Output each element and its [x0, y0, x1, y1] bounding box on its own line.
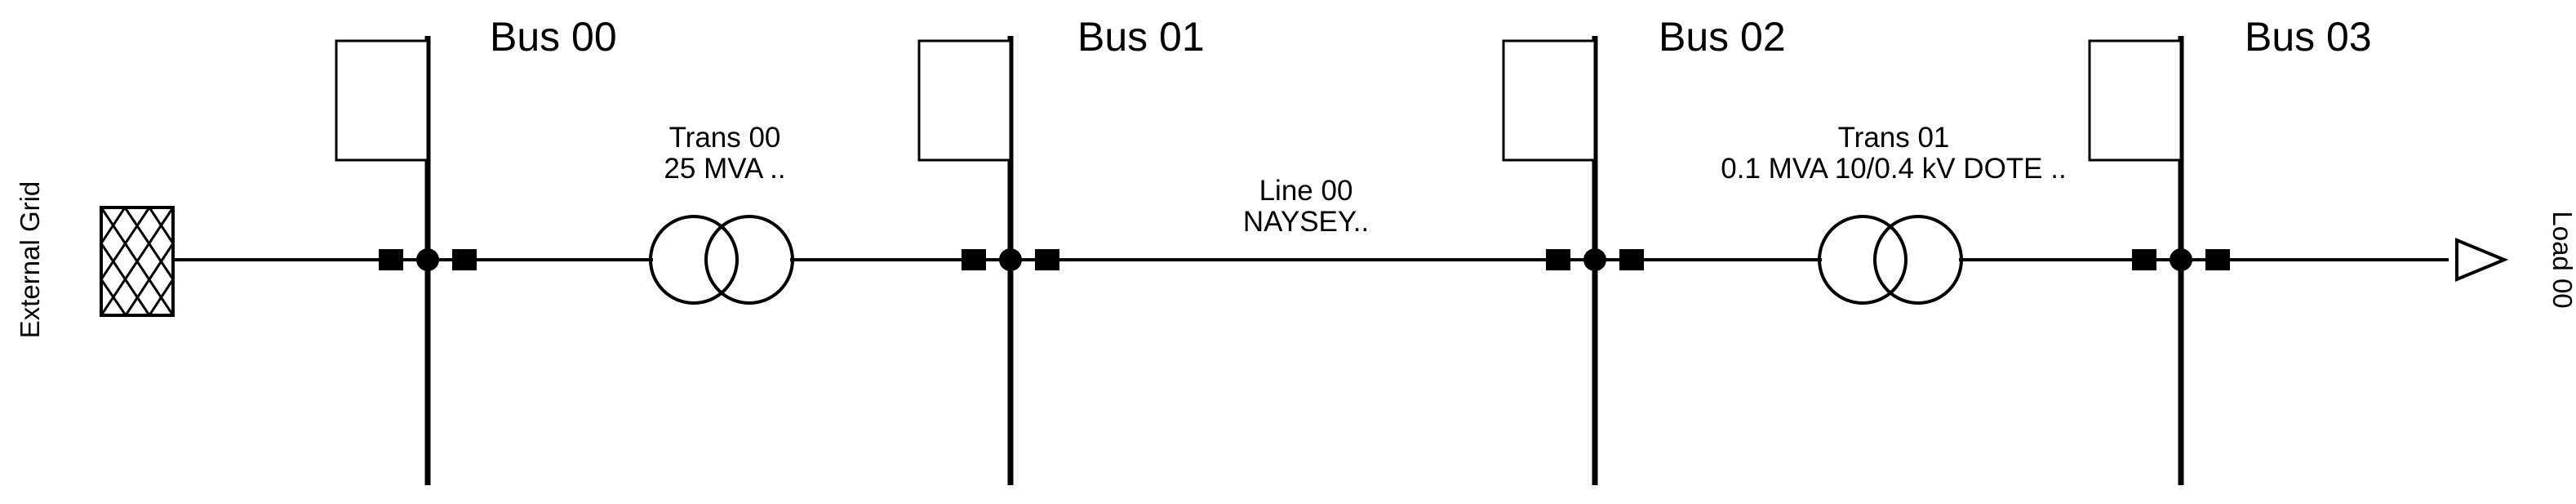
bus-flag-icon — [917, 39, 1012, 162]
bus-node-icon — [416, 248, 439, 271]
bus-flag-icon — [2088, 39, 2183, 162]
line-name: Line 00 — [1259, 175, 1353, 207]
bus-00[interactable] — [335, 36, 477, 485]
external-grid[interactable] — [100, 206, 175, 317]
transformer-name: Trans 00 — [669, 122, 781, 154]
bus-flag-icon — [1502, 39, 1597, 162]
switch-icon — [2205, 249, 2230, 270]
load-label: Load 00 — [2547, 211, 2576, 308]
transformer-name: Trans 01 — [1838, 122, 1950, 154]
bus-02[interactable] — [1502, 36, 1644, 485]
switch-icon — [1546, 249, 1570, 270]
bus-label: Bus 01 — [1077, 14, 1205, 60]
switch-icon — [2132, 249, 2156, 270]
transformer-01[interactable] — [1818, 215, 1963, 305]
external-grid-hatch-icon — [100, 207, 175, 316]
bus-01[interactable] — [917, 36, 1059, 485]
transformer-winding-icon — [649, 215, 739, 305]
load-00[interactable] — [2455, 238, 2509, 282]
transformer-00[interactable] — [649, 215, 794, 305]
transformer-rating: 25 MVA .. — [664, 153, 785, 185]
load-arrow-icon — [2455, 238, 2509, 282]
bus-node-icon — [2170, 248, 2192, 271]
switch-icon — [1035, 249, 1059, 270]
bus-label: Bus 02 — [1659, 14, 1786, 60]
bus-03[interactable] — [2088, 36, 2230, 485]
bus-node-icon — [999, 248, 1022, 271]
line-type: NAYSEY.. — [1243, 206, 1369, 238]
switch-icon — [1619, 249, 1644, 270]
transformer-winding-icon — [704, 215, 794, 305]
bus-flag-icon — [335, 39, 429, 162]
bus-label: Bus 00 — [490, 14, 617, 60]
transformer-winding-icon — [1818, 215, 1908, 305]
external-grid-label: External Grid — [15, 181, 45, 339]
bus-node-icon — [1583, 248, 1606, 271]
bus-label: Bus 03 — [2245, 14, 2372, 60]
transformer-winding-icon — [1873, 215, 1963, 305]
transformer-rating: 0.1 MVA 10/0.4 kV DOTE .. — [1721, 153, 2066, 185]
switch-icon — [379, 249, 403, 270]
switch-icon — [452, 249, 477, 270]
switch-icon — [962, 249, 986, 270]
